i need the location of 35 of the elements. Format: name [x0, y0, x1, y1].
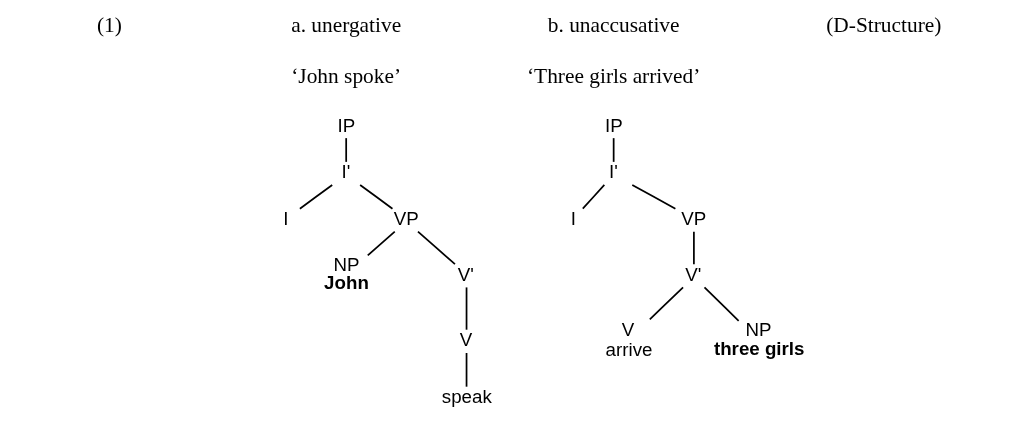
- node-text: IP: [604, 114, 623, 136]
- connector: [703, 286, 740, 322]
- connector: [693, 230, 695, 266]
- node-text: I: [570, 208, 577, 230]
- node-text: V': [685, 263, 702, 285]
- node-text: I': [608, 161, 618, 183]
- label: ‘John spoke’: [291, 63, 402, 88]
- connector: [417, 230, 456, 266]
- connector: [612, 137, 615, 163]
- node-text: speak: [441, 386, 492, 408]
- node-text: IP: [337, 114, 356, 136]
- node-text: I': [341, 161, 351, 183]
- node-text: VP: [681, 208, 707, 230]
- label: b. unaccusative: [547, 13, 680, 38]
- connector: [299, 184, 334, 210]
- node-text: V': [457, 263, 474, 285]
- node-label: arrive: [605, 339, 653, 361]
- connector: [581, 184, 606, 210]
- connector: [465, 286, 468, 331]
- label: (D-Structure): [826, 13, 942, 38]
- label: ‘Three girls arrived’: [527, 63, 701, 88]
- connector: [648, 286, 684, 321]
- node-text: VP: [393, 208, 419, 230]
- node-text: V: [621, 319, 635, 341]
- label: a. unergative: [291, 13, 402, 38]
- node-text: V: [459, 329, 473, 351]
- label: (1): [96, 13, 122, 38]
- node-text: I: [283, 208, 289, 230]
- connector: [366, 230, 396, 257]
- connector: [631, 184, 677, 210]
- connector: [359, 184, 394, 210]
- connector: [465, 352, 468, 388]
- node-text: NP: [333, 253, 360, 275]
- connector: [345, 137, 348, 163]
- node-label: John: [324, 272, 369, 294]
